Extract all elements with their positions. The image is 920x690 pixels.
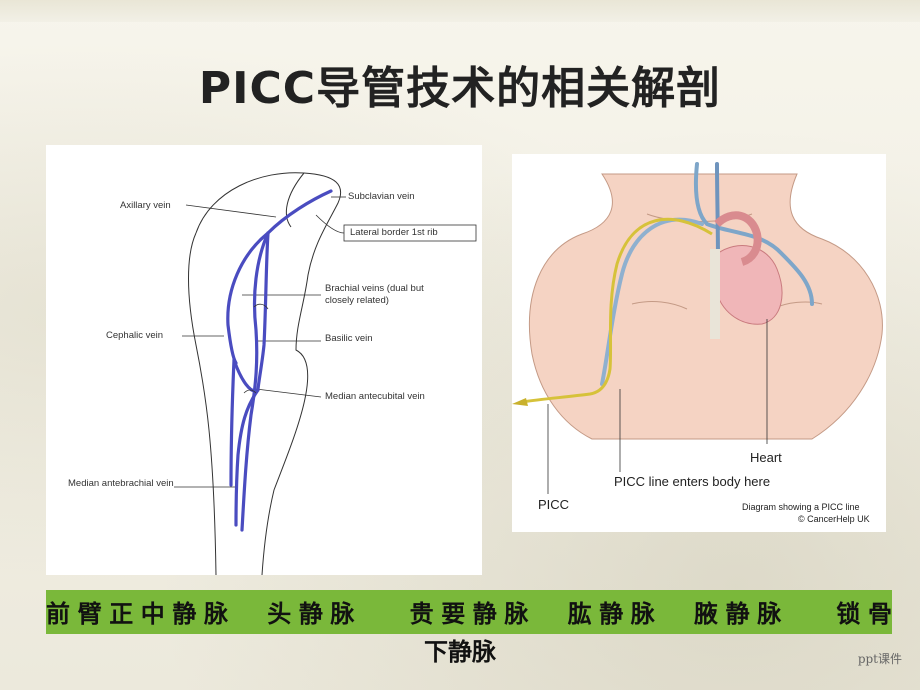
top-band bbox=[0, 0, 920, 22]
label-axillary-vein: Axillary vein bbox=[120, 200, 171, 211]
label-basilic-vein: Basilic vein bbox=[325, 333, 373, 344]
brachial-vein bbox=[256, 231, 270, 392]
vein-blue-1 bbox=[693, 162, 814, 306]
torso-illustration bbox=[512, 162, 883, 494]
label-heart: Heart bbox=[750, 450, 782, 465]
label-picc-entry: PICC line enters body here bbox=[614, 474, 771, 489]
caption-line-1: 前臂正中静脉 头静脉 贵要静脉 肱静脉 腋静脉 锁骨 bbox=[46, 600, 892, 628]
label-median-antebrachial-vein: Median antebrachial vein bbox=[68, 478, 174, 489]
arm-outline bbox=[195, 172, 342, 575]
label-picc: PICC bbox=[538, 497, 570, 512]
median-antecubital-vein bbox=[232, 358, 260, 527]
median-antebrachial-vein bbox=[229, 358, 236, 487]
torso-skin bbox=[528, 173, 883, 440]
arm-outline-left bbox=[188, 232, 217, 575]
slide-title: PICC导管技术的相关解剖 bbox=[198, 63, 722, 114]
cephalic-vein bbox=[226, 231, 270, 365]
label-subclavian-vein: Subclavian vein bbox=[348, 191, 415, 202]
caption-line-2: 下静脉 bbox=[424, 638, 496, 666]
footer-label: ppt课件 bbox=[857, 652, 902, 666]
label-brachial-veins: Brachial veins (dual but closely related… bbox=[325, 283, 424, 306]
subclavian-vein bbox=[266, 189, 333, 235]
arm-vein-diagram: Axillary vein Subclavian vein Lateral bo… bbox=[46, 145, 482, 575]
credit-line-2: © CancerHelp UK bbox=[798, 514, 870, 524]
credit-line-1: Diagram showing a PICC line bbox=[742, 502, 860, 512]
basilic-vein bbox=[240, 231, 270, 532]
caption-bar bbox=[46, 590, 892, 634]
label-cephalic-vein: Cephalic vein bbox=[106, 330, 164, 341]
aorta bbox=[714, 211, 762, 266]
shoulder-curve bbox=[285, 172, 305, 228]
label-lateral-border: Lateral border 1st rib bbox=[350, 227, 438, 238]
arm-illustration bbox=[174, 172, 477, 575]
label-median-antecubital-vein: Median antecubital vein bbox=[325, 391, 425, 402]
picc-torso-diagram: Heart PICC line enters body here PICC Di… bbox=[512, 154, 886, 532]
picc-line bbox=[521, 217, 713, 404]
